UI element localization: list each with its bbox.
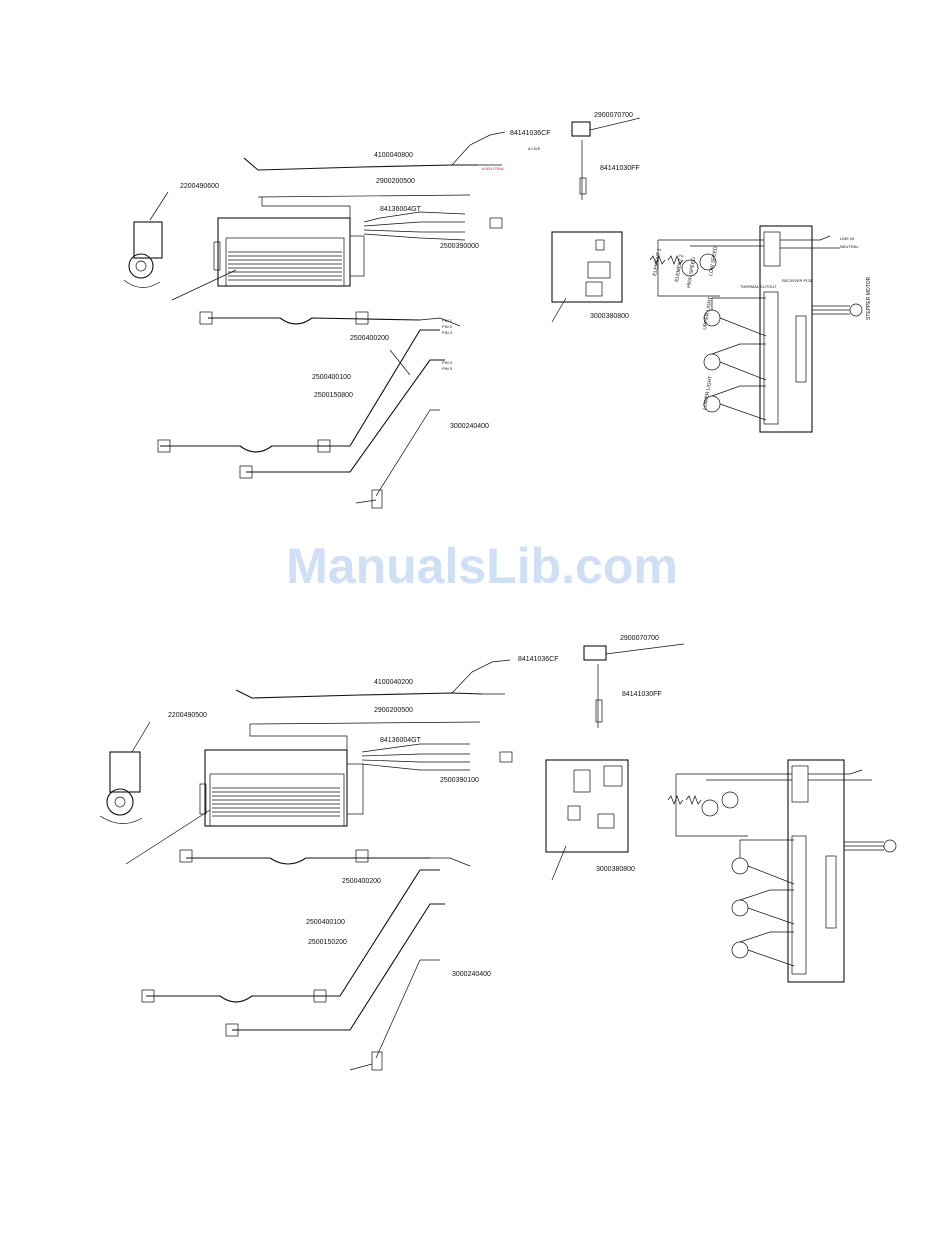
- label-2500390000: 2500390000: [440, 243, 479, 250]
- control-pcb-bottom: [545, 759, 629, 881]
- label-2200490500-b: 2200490500: [168, 712, 207, 719]
- label-a-neutral: A NEUTRAL: [482, 166, 505, 171]
- label-pin1: PIN 1: [442, 318, 453, 323]
- rocker-switch-bottom: [583, 643, 685, 728]
- wiring-diagram-bottom: 84141036CF 2900070700 84141030FF 4100040…: [99, 635, 897, 1071]
- label-2500150200-b: 2500150200: [308, 939, 347, 946]
- label-3000380800-b: 3000380800: [596, 866, 635, 873]
- label-2500400100: 2500400100: [312, 374, 351, 381]
- label-84136004gt-b: 84136004GT: [380, 737, 422, 744]
- label-high-speed: HIGH SPEED: [686, 257, 697, 289]
- label-element2: ELEMENT 2: [674, 254, 685, 283]
- label-pin4: PIN 4: [442, 360, 453, 365]
- control-pcb: [551, 231, 623, 323]
- label-84141036cf-b: 84141036CF: [518, 656, 558, 663]
- schematic-top: [649, 225, 863, 433]
- label-thermal-cutout: THERMAL CUTOUT: [740, 284, 777, 289]
- heater-housing-bottom: [199, 749, 364, 827]
- label-2200490600: 2200490600: [180, 183, 219, 190]
- label-element1: ELEMENT 1: [652, 248, 663, 277]
- rocker-switch: [571, 117, 641, 200]
- label-4100040200-b: 4100040200: [374, 679, 413, 686]
- label-3000380800: 3000380800: [590, 313, 629, 320]
- label-neutral: NEUTRAL: [840, 244, 859, 249]
- label-pin2: PIN 2: [442, 324, 453, 329]
- label-2900070700: 2900070700: [594, 112, 633, 119]
- gear-motor-bottom: [99, 751, 143, 824]
- label-84141036cf: 84141036CF: [510, 130, 550, 137]
- label-3000240400-b: 3000240400: [452, 971, 491, 978]
- label-2500400200: 2500400200: [350, 335, 389, 342]
- label-2500400200-b: 2500400200: [342, 878, 381, 885]
- label-a-live: A LIVE: [528, 146, 541, 151]
- label-84141030ff: 84141030FF: [600, 165, 640, 172]
- label-pin5: PIN 5: [442, 366, 453, 371]
- label-4100040800: 4100040800: [374, 152, 413, 159]
- label-receiver-pcb: RECEIVER PCB: [782, 278, 812, 283]
- label-2900200500-b: 2900200500: [374, 707, 413, 714]
- wiring-diagram-top: 84141036CF 2900070700 84141030FF 4100040…: [123, 112, 872, 509]
- label-2900200500: 2900200500: [376, 178, 415, 185]
- label-2500150800: 2500150800: [314, 392, 353, 399]
- label-84136004gt: 84136004GT: [380, 206, 422, 213]
- schematic-bottom: [667, 759, 897, 983]
- heater-housing: [213, 217, 365, 287]
- watermark: ManualsLib.com: [286, 538, 678, 594]
- label-2500390100-b: 2500390100: [440, 777, 479, 784]
- label-lower-light: LOWER LIGHT: [702, 375, 714, 410]
- label-line-in: LINE IN: [840, 236, 854, 241]
- label-stepper-motor: STEPPER MOTOR: [866, 276, 872, 320]
- label-upper-light: UPPER LIGHT: [702, 296, 714, 330]
- gear-motor: [123, 221, 163, 288]
- label-3000240400: 3000240400: [450, 423, 489, 430]
- label-2900070700-b: 2900070700: [620, 635, 659, 642]
- label-84141030ff-b: 84141030FF: [622, 691, 662, 698]
- label-pin3: PIN 3: [442, 330, 453, 335]
- label-2500400100-b: 2500400100: [306, 919, 345, 926]
- label-low-speed: LOW SPEED: [708, 246, 719, 277]
